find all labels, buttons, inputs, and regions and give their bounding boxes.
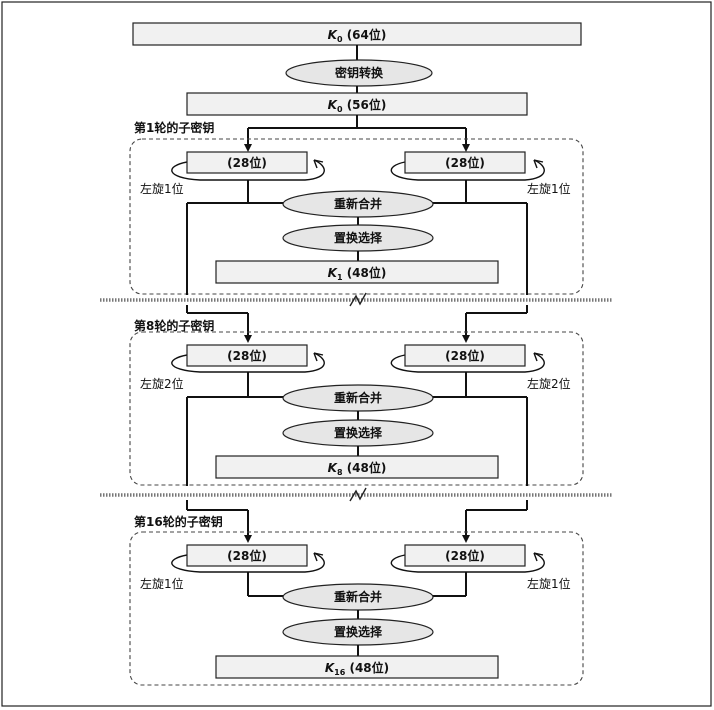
round-8-title: 第8轮的子密钥 [134,318,214,333]
round-8-key-box [215,455,499,479]
round-1-left-half-box [186,151,308,174]
k0-56-label: K0 (56位) [328,97,387,114]
rotate-arrowhead-icon [533,352,544,362]
rotate-right-icon [390,352,545,373]
rotate-arrowhead-icon [533,159,544,169]
round-8-merge-label: 重新合并 [334,390,382,405]
round-1-title: 第1轮的子密钥 [134,120,214,135]
rotate-left-icon [171,552,325,573]
round-1-key-box [215,260,499,284]
round-8-right-half-label: (28位) [445,348,485,363]
round-16-key-label: K16 (48位) [325,660,389,677]
round-16-right-half-box [404,544,526,567]
rotate-arrowhead-icon [313,552,324,562]
round-1-left-rotate-label: 左旋1位 [140,181,184,196]
rotate-arrowhead-icon [533,552,544,562]
round-1-group [129,138,584,295]
round-8-permute-label: 置换选择 [334,425,383,440]
round-8-left-half-label: (28位) [227,348,267,363]
round-16-right-half-label: (28位) [445,548,485,563]
rotate-left-icon [171,159,325,181]
rotate-arrowhead-icon [313,159,324,169]
round-8-left-rotate-label: 左旋2位 [140,376,184,391]
round-8-group [129,331,584,486]
round-1-key-label: K1 (48位) [328,265,387,282]
round-1-right-rotate-label: 左旋1位 [527,181,571,196]
round-16-left-rotate-label: 左旋1位 [140,576,184,591]
round-1-merge-label: 重新合并 [334,196,382,211]
round-16-group [129,531,584,686]
round-16-permute-label: 置换选择 [334,624,383,639]
round-16-right-rotate-label: 左旋1位 [527,576,571,591]
round-16-left-half-box [186,544,308,567]
round-16-left-half-label: (28位) [227,548,267,563]
k0-64-label: K0 (64位) [328,27,387,44]
round-1-right-half-box [404,151,526,174]
round-8-right-half-box [404,344,526,367]
break-mark-icon [349,292,367,307]
round-16-merge-label: 重新合并 [334,589,382,604]
round-16-title: 第16轮的子密钥 [134,514,223,529]
key-transform-label: 密钥转换 [335,65,384,80]
rotate-right-icon [390,552,545,573]
round-8-key-label: K8 (48位) [328,460,387,477]
key-transform-ellipse [285,59,433,87]
round-1-right-half-label: (28位) [445,155,485,170]
round-8-right-rotate-label: 左旋2位 [527,376,571,391]
round-8-left-half-box [186,344,308,367]
round-16-key-box [215,655,499,679]
rotate-right-icon [390,159,545,181]
round-1-left-half-label: (28位) [227,155,267,170]
round-1-permute-label: 置换选择 [334,230,383,245]
rotate-left-icon [171,352,325,373]
break-mark-icon [349,487,367,502]
rotate-arrowhead-icon [313,352,324,362]
